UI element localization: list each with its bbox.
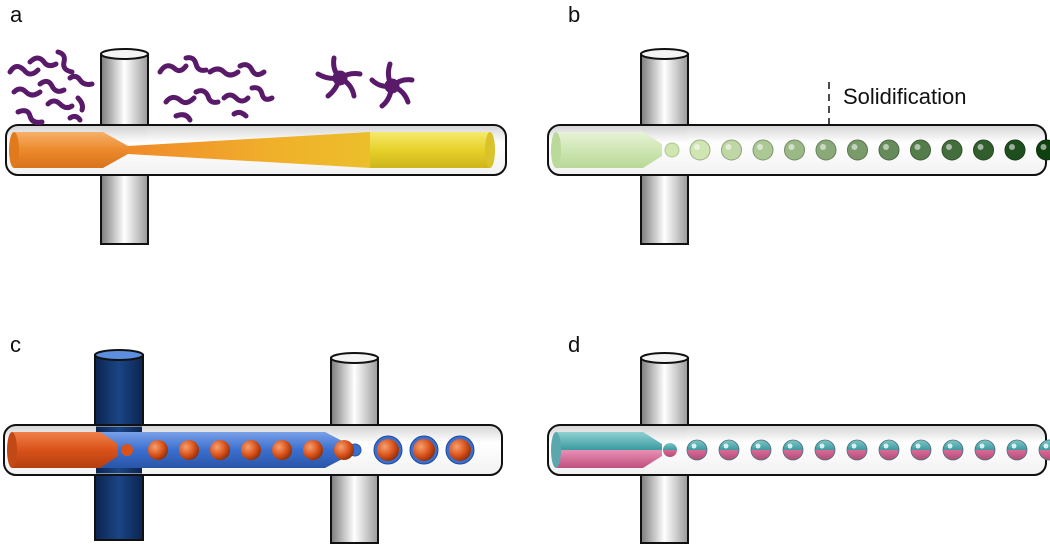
droplet-highlight xyxy=(1011,443,1017,449)
droplet xyxy=(721,139,742,161)
janus-droplet xyxy=(1006,439,1028,461)
double-emulsion-core xyxy=(377,439,399,461)
droplet-highlight xyxy=(883,144,889,150)
janus-droplet xyxy=(718,439,740,461)
droplet xyxy=(973,139,994,161)
droplet-highlight xyxy=(820,144,826,150)
droplet-highlight xyxy=(755,443,761,449)
droplet xyxy=(752,139,774,161)
inner-droplet xyxy=(334,440,354,460)
droplet-highlight xyxy=(1009,144,1015,150)
fluid-end xyxy=(551,432,561,468)
inner-droplet xyxy=(148,440,168,460)
janus-droplet xyxy=(974,439,996,461)
droplet-highlight xyxy=(1043,443,1049,449)
droplet-highlight xyxy=(725,144,732,150)
janus-droplet xyxy=(878,439,900,461)
janus-droplet xyxy=(686,439,708,461)
channel-opening xyxy=(640,352,689,364)
channel-opening xyxy=(94,349,144,361)
janus-droplet xyxy=(782,439,804,461)
droplet-highlight xyxy=(915,443,921,449)
double-emulsion-core xyxy=(449,439,471,461)
inner-droplet xyxy=(179,440,199,460)
droplet-highlight xyxy=(1040,144,1047,150)
droplet-highlight xyxy=(851,144,858,150)
fluid-end xyxy=(9,132,19,168)
droplet xyxy=(941,139,963,161)
droplet-highlight xyxy=(914,144,921,150)
inner-droplet xyxy=(303,440,323,460)
panel-a: a xyxy=(5,2,507,245)
droplet-highlight xyxy=(947,443,953,449)
janus-droplet xyxy=(846,439,868,461)
pinch-droplet xyxy=(664,142,680,158)
panel-label-a: a xyxy=(10,2,23,27)
orange-inlet-fluid xyxy=(14,132,128,168)
droplet-row-b xyxy=(689,139,1050,161)
droplet xyxy=(910,139,931,161)
pinch-droplet xyxy=(121,444,133,456)
yellow-fiber xyxy=(370,132,490,168)
pink-fluid xyxy=(556,450,662,468)
droplet-highlight xyxy=(787,443,793,449)
panel-d: d xyxy=(547,332,1050,544)
fluid-end xyxy=(7,432,17,468)
droplet-highlight xyxy=(691,443,697,449)
panel-b: b Solidification xyxy=(547,2,1050,245)
star-aggregates xyxy=(315,55,415,109)
droplet-highlight xyxy=(788,144,795,150)
janus-droplet xyxy=(814,439,836,461)
channel-opening xyxy=(330,352,379,364)
droplet-highlight xyxy=(819,443,825,449)
teal-fluid xyxy=(556,432,662,450)
droplet-highlight xyxy=(977,144,984,150)
droplet xyxy=(1036,139,1050,161)
droplet xyxy=(847,139,868,161)
inner-droplet xyxy=(241,440,261,460)
droplet-highlight xyxy=(851,443,857,449)
droplet xyxy=(815,139,837,161)
pinch-droplet xyxy=(663,443,677,457)
inner-droplet xyxy=(210,440,230,460)
droplet-row-d xyxy=(686,439,1050,461)
panel-label-c: c xyxy=(10,332,21,357)
droplet xyxy=(1004,139,1026,161)
droplet-highlight xyxy=(946,144,952,150)
channel-opening xyxy=(100,48,149,60)
panel-label-b: b xyxy=(568,2,580,27)
droplet-highlight xyxy=(757,144,763,150)
droplet xyxy=(784,139,805,161)
inner-fluid xyxy=(12,432,118,468)
panel-label-d: d xyxy=(568,332,580,357)
droplet xyxy=(689,139,711,161)
double-emulsion-core xyxy=(413,439,435,461)
droplet-row-c xyxy=(148,435,475,465)
janus-droplet xyxy=(910,439,932,461)
panel-c: c xyxy=(3,332,503,544)
polymer-chains xyxy=(7,49,275,125)
fiber-end xyxy=(485,132,495,168)
janus-droplet xyxy=(942,439,964,461)
janus-droplet xyxy=(750,439,772,461)
channel-opening xyxy=(640,48,689,60)
green-inlet-fluid xyxy=(556,132,662,168)
fluid-end xyxy=(551,132,561,168)
droplet-highlight xyxy=(979,443,985,449)
droplet xyxy=(878,139,900,161)
solidification-label: Solidification xyxy=(843,84,967,109)
droplet-highlight xyxy=(694,144,700,150)
inner-droplet xyxy=(272,440,292,460)
droplet-highlight xyxy=(883,443,889,449)
droplet-highlight xyxy=(723,443,729,449)
